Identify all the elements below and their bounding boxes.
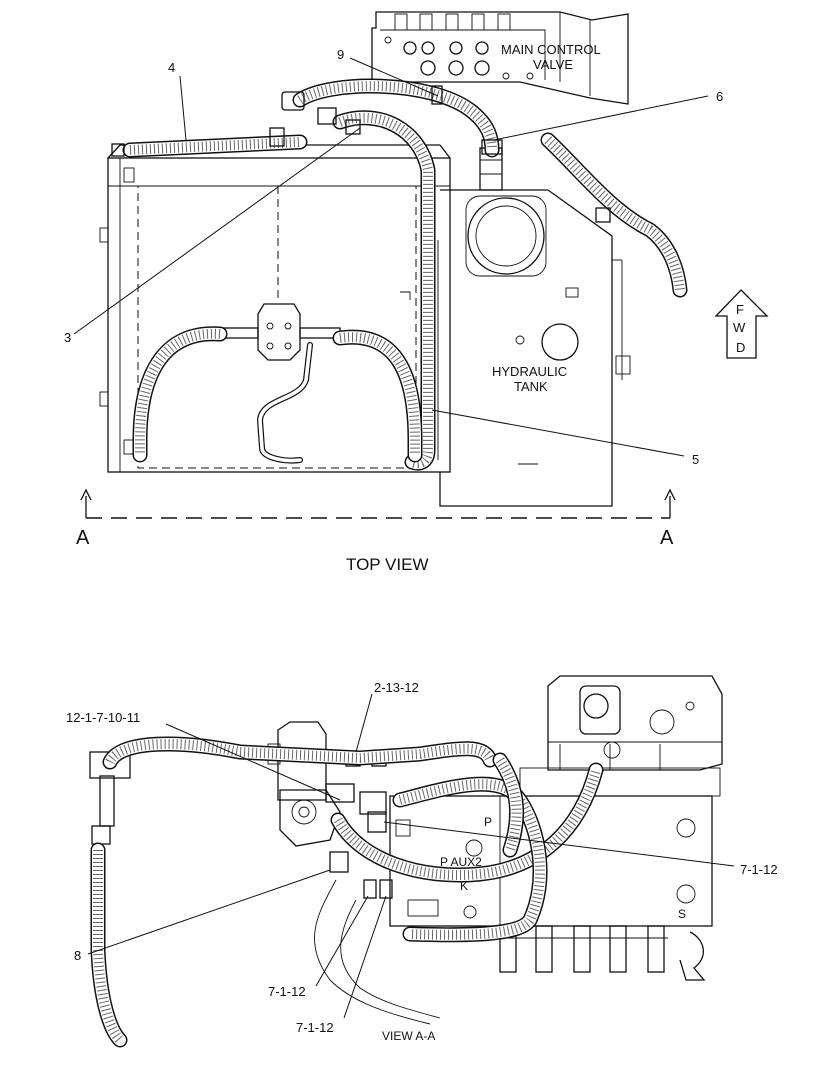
main-control-valve: MAIN CONTROL VALVE [371, 11, 629, 105]
gear-pump [219, 303, 341, 361]
hydraulic-tank: HYDRAULIC TANK [400, 189, 631, 507]
fwd-letter-w: W [733, 320, 746, 335]
callout-6: 6 [716, 89, 723, 104]
hose-5 [332, 329, 423, 463]
section-line-a-a: A A [76, 488, 676, 549]
fwd-letter-d: D [736, 340, 745, 355]
fwd-letter-f: F [736, 302, 744, 317]
callout-9: 9 [337, 47, 344, 62]
callout-7-1-12-low: 7-1-12 [296, 1020, 334, 1035]
top-view: MAIN CONTROL VALVE [64, 11, 769, 574]
callout-5: 5 [692, 452, 699, 467]
valve-bank-aa: P AUX2 P K S [389, 795, 713, 981]
hoses-aa [90, 736, 604, 1048]
hose-fittings [111, 85, 611, 223]
section-label-right: A [660, 527, 674, 549]
valve-port-p: P [484, 815, 492, 829]
main-control-valve-label-1: MAIN CONTROL [501, 42, 601, 57]
hose-6 [292, 78, 500, 158]
hydraulic-tank-label-1: HYDRAULIC [492, 364, 567, 379]
view-aa-callouts: 2-13-12 12-1-7-10-11 7-1-12 8 7-1-12 7-1… [66, 680, 778, 1035]
hose-3 [332, 110, 436, 471]
valve-port-k: K [460, 879, 468, 893]
hydraulic-pump [465, 147, 547, 277]
hose-left-loop [132, 326, 228, 463]
hydraulic-tank-label-2: TANK [514, 379, 548, 394]
view-a-a: P AUX2 P K S [66, 675, 778, 1048]
oil-cooler-frame [99, 144, 451, 473]
callout-7-1-12-mid: 7-1-12 [268, 984, 306, 999]
callout-12-1-7-10-11: 12-1-7-10-11 [66, 710, 140, 725]
valve-port-s: S [678, 907, 686, 921]
hose-4 [122, 134, 308, 158]
section-label-left: A [76, 527, 90, 549]
main-control-valve-label-2: VALVE [533, 57, 573, 72]
top-view-title: TOP VIEW [346, 555, 429, 574]
hose-tank-return [540, 132, 688, 298]
tube-gear-pump [256, 342, 313, 464]
top-view-callouts: 4 9 6 3 5 [64, 47, 723, 467]
callout-8: 8 [74, 948, 81, 963]
valve-port-label: P AUX2 [440, 855, 482, 869]
view-aa-title: VIEW A-A [382, 1029, 435, 1043]
callout-4: 4 [168, 60, 175, 75]
callout-3: 3 [64, 330, 71, 345]
callout-7-1-12-right: 7-1-12 [740, 862, 778, 877]
forward-direction-arrow: F W D [714, 289, 769, 359]
valve-body-aa [519, 675, 723, 797]
callout-2-13-12: 2-13-12 [374, 680, 419, 695]
